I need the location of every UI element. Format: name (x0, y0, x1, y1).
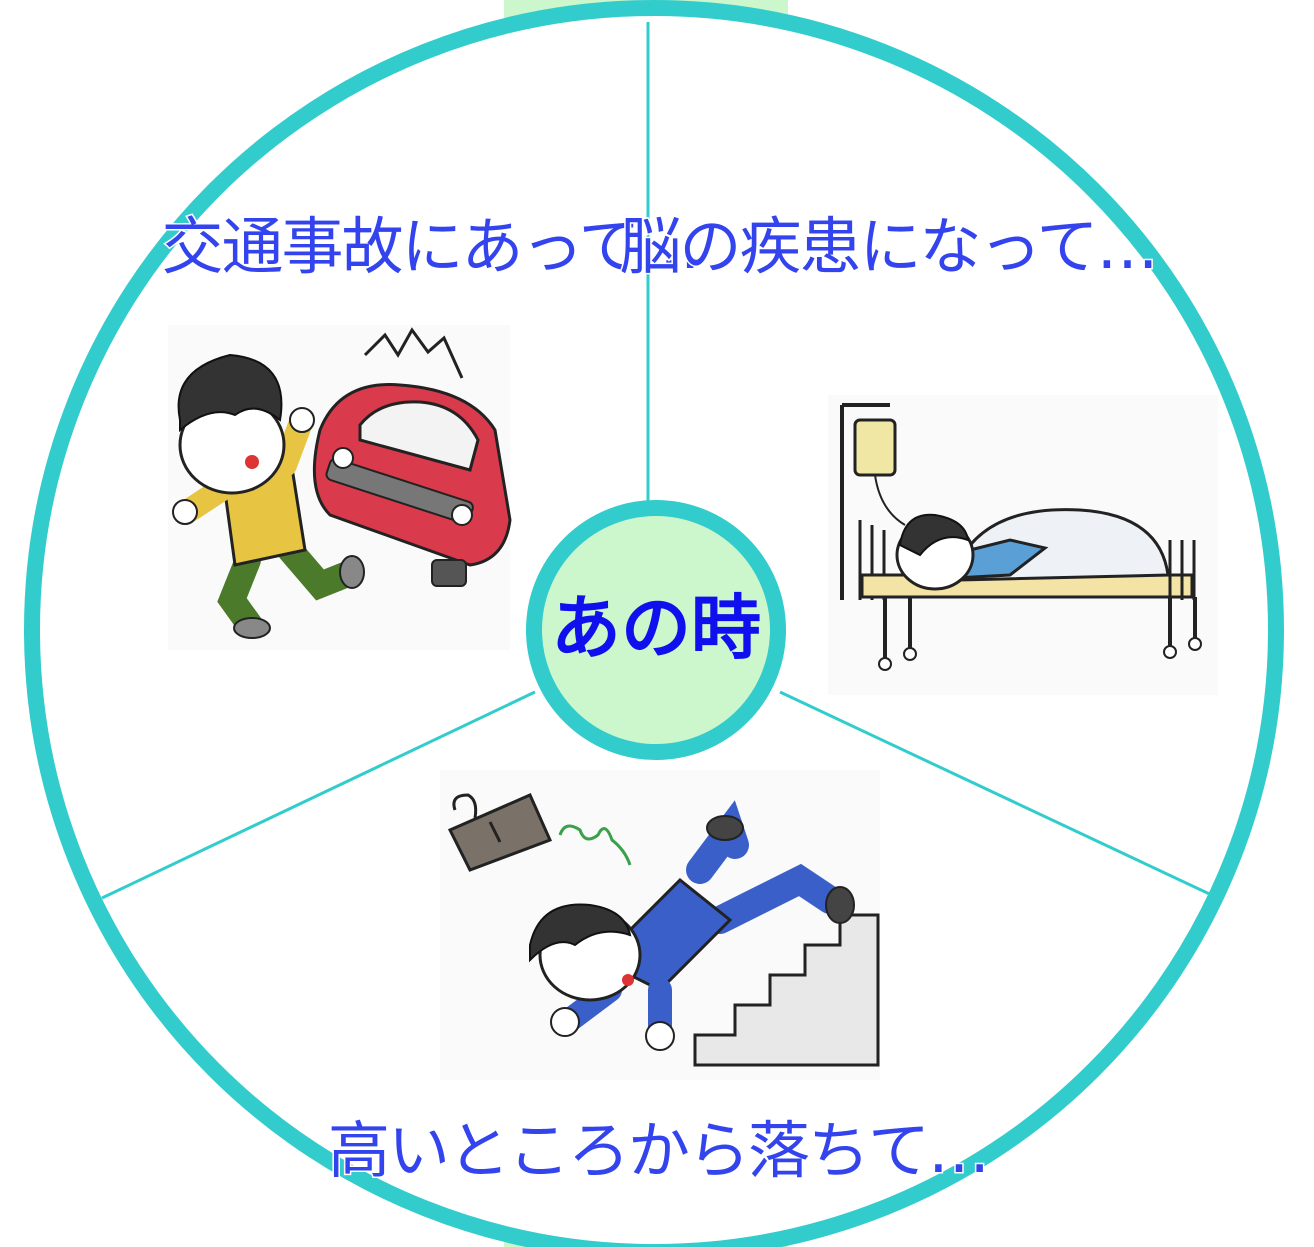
center-circle (526, 500, 786, 760)
segment-label-fall: 高いところから落ちて… (328, 1114, 988, 1187)
car-accident-illustration (168, 325, 512, 650)
falling-stairs-illustration (440, 770, 880, 1080)
segment-label-car-accident: 交通事故にあって… (162, 210, 699, 283)
divider-left (101, 690, 536, 900)
divider-right (779, 690, 1219, 900)
hospital-bed-illustration (828, 395, 1218, 695)
center-label: あの時 (551, 587, 761, 669)
segment-label-brain-disease: 脳の疾患になって… (620, 210, 1157, 283)
